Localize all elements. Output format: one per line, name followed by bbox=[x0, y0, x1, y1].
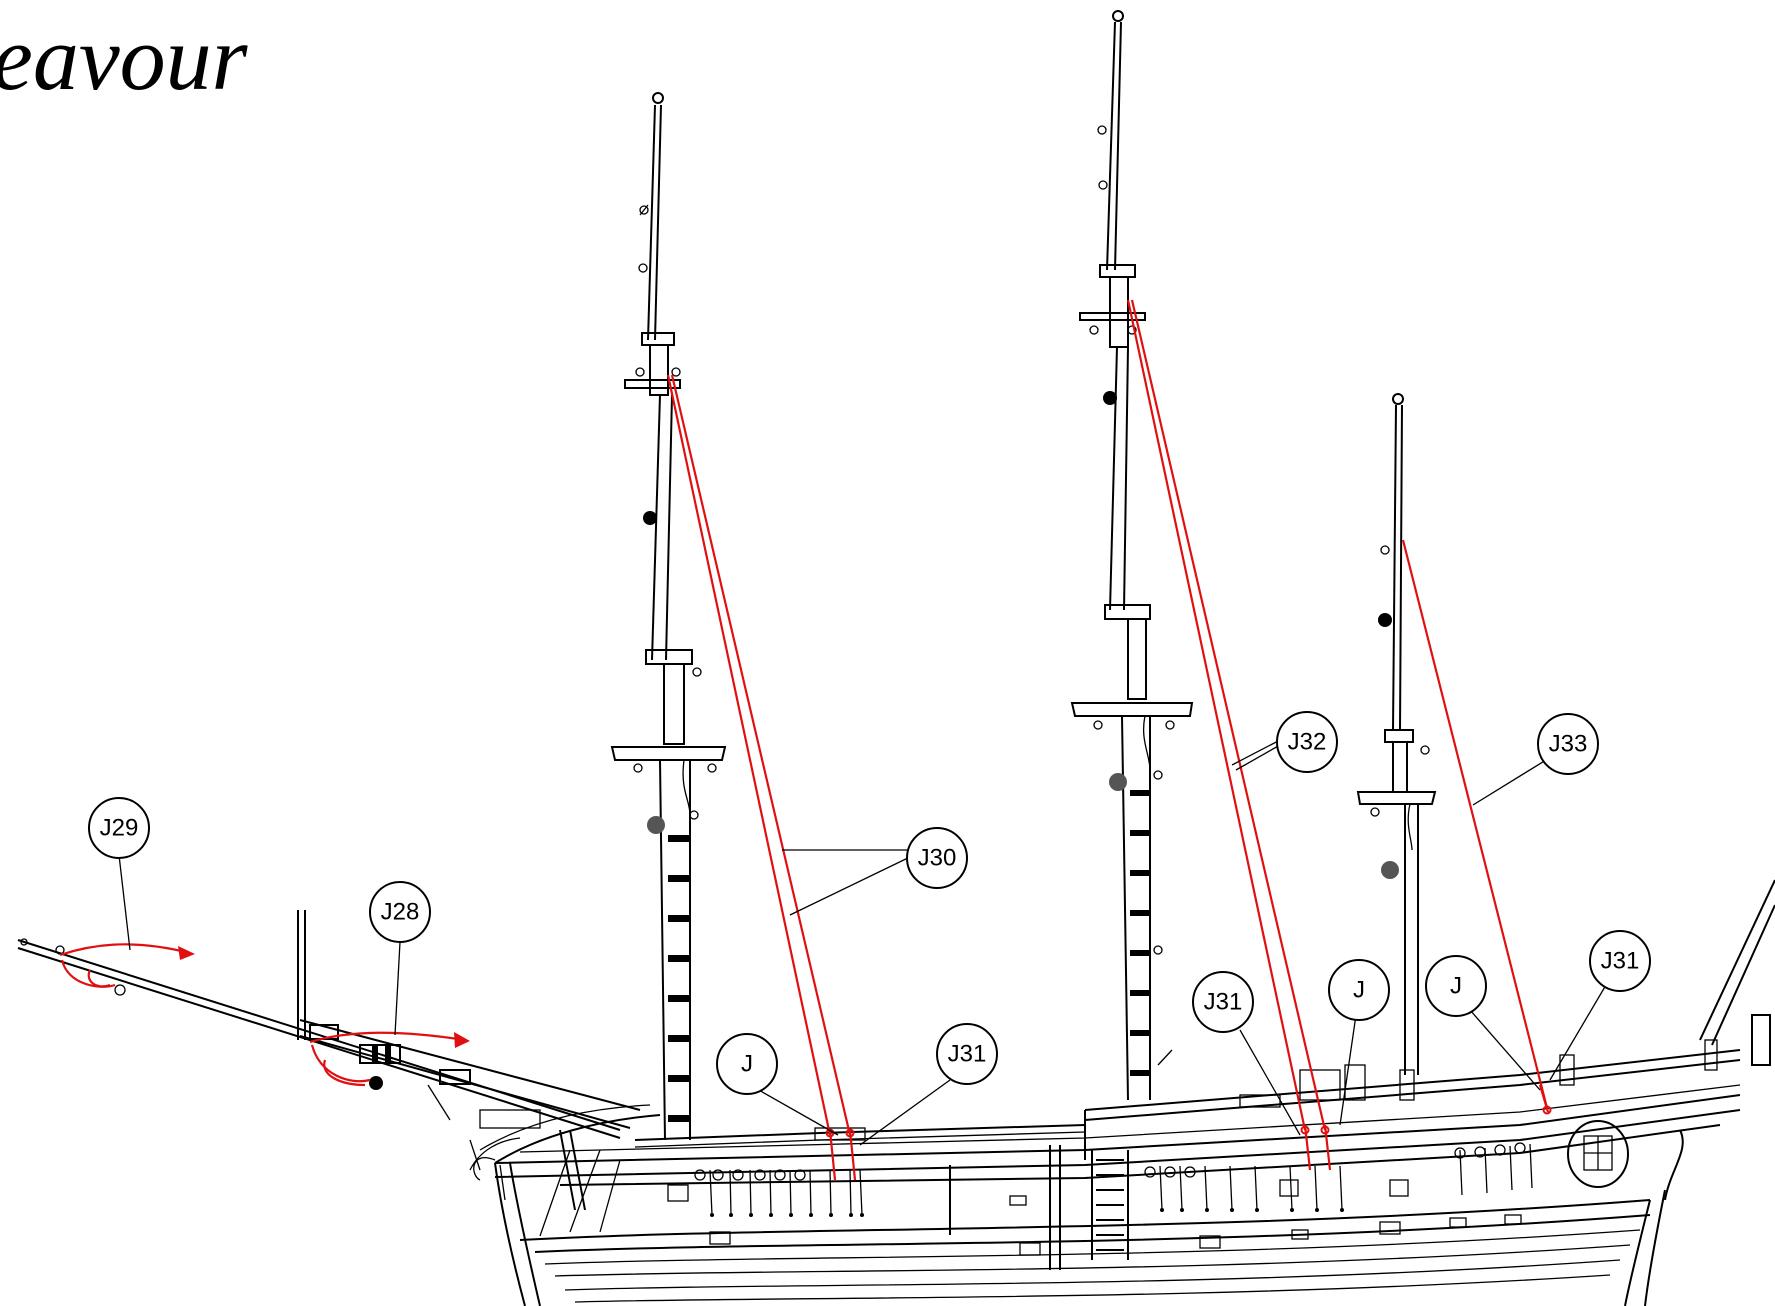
svg-text:J31: J31 bbox=[1601, 948, 1640, 975]
svg-text:J32: J32 bbox=[1288, 729, 1327, 756]
svg-text:J: J bbox=[1450, 973, 1462, 1000]
leader-lines bbox=[118, 739, 1607, 1146]
svg-text:J: J bbox=[1353, 977, 1365, 1004]
rigging-lines bbox=[59, 299, 1552, 1181]
svg-text:J29: J29 bbox=[100, 815, 139, 842]
bowsprit bbox=[17, 910, 641, 1211]
callout-J32: J32 bbox=[1276, 711, 1338, 773]
svg-text:J31: J31 bbox=[1204, 989, 1243, 1016]
callout-J31-fore: J31 bbox=[936, 1023, 998, 1085]
svg-text:J31: J31 bbox=[948, 1041, 987, 1068]
chainplates bbox=[667, 1142, 1533, 1270]
callout-J28: J28 bbox=[369, 881, 431, 943]
callout-J-mizzen: J bbox=[1425, 955, 1487, 1017]
deck-fittings bbox=[814, 1039, 1718, 1141]
callout-J33: J33 bbox=[1537, 713, 1599, 775]
svg-text:J30: J30 bbox=[918, 845, 957, 872]
drawing-title: eavour bbox=[0, 7, 248, 109]
callout-J31-mizzen: J31 bbox=[1589, 930, 1651, 992]
svg-text:J33: J33 bbox=[1549, 731, 1588, 758]
hull bbox=[469, 879, 1775, 1306]
svg-text:J28: J28 bbox=[381, 899, 420, 926]
callout-J-fore: J bbox=[716, 1033, 778, 1095]
svg-text:J: J bbox=[741, 1051, 753, 1078]
callout-J30: J30 bbox=[906, 827, 968, 889]
callout-J29: J29 bbox=[88, 797, 150, 859]
mainmast bbox=[1070, 10, 1194, 1101]
mizzenmast bbox=[1356, 393, 1437, 1075]
callout-J31-main: J31 bbox=[1192, 971, 1254, 1033]
foremast bbox=[610, 92, 727, 1141]
callout-J-main: J bbox=[1328, 959, 1390, 1021]
